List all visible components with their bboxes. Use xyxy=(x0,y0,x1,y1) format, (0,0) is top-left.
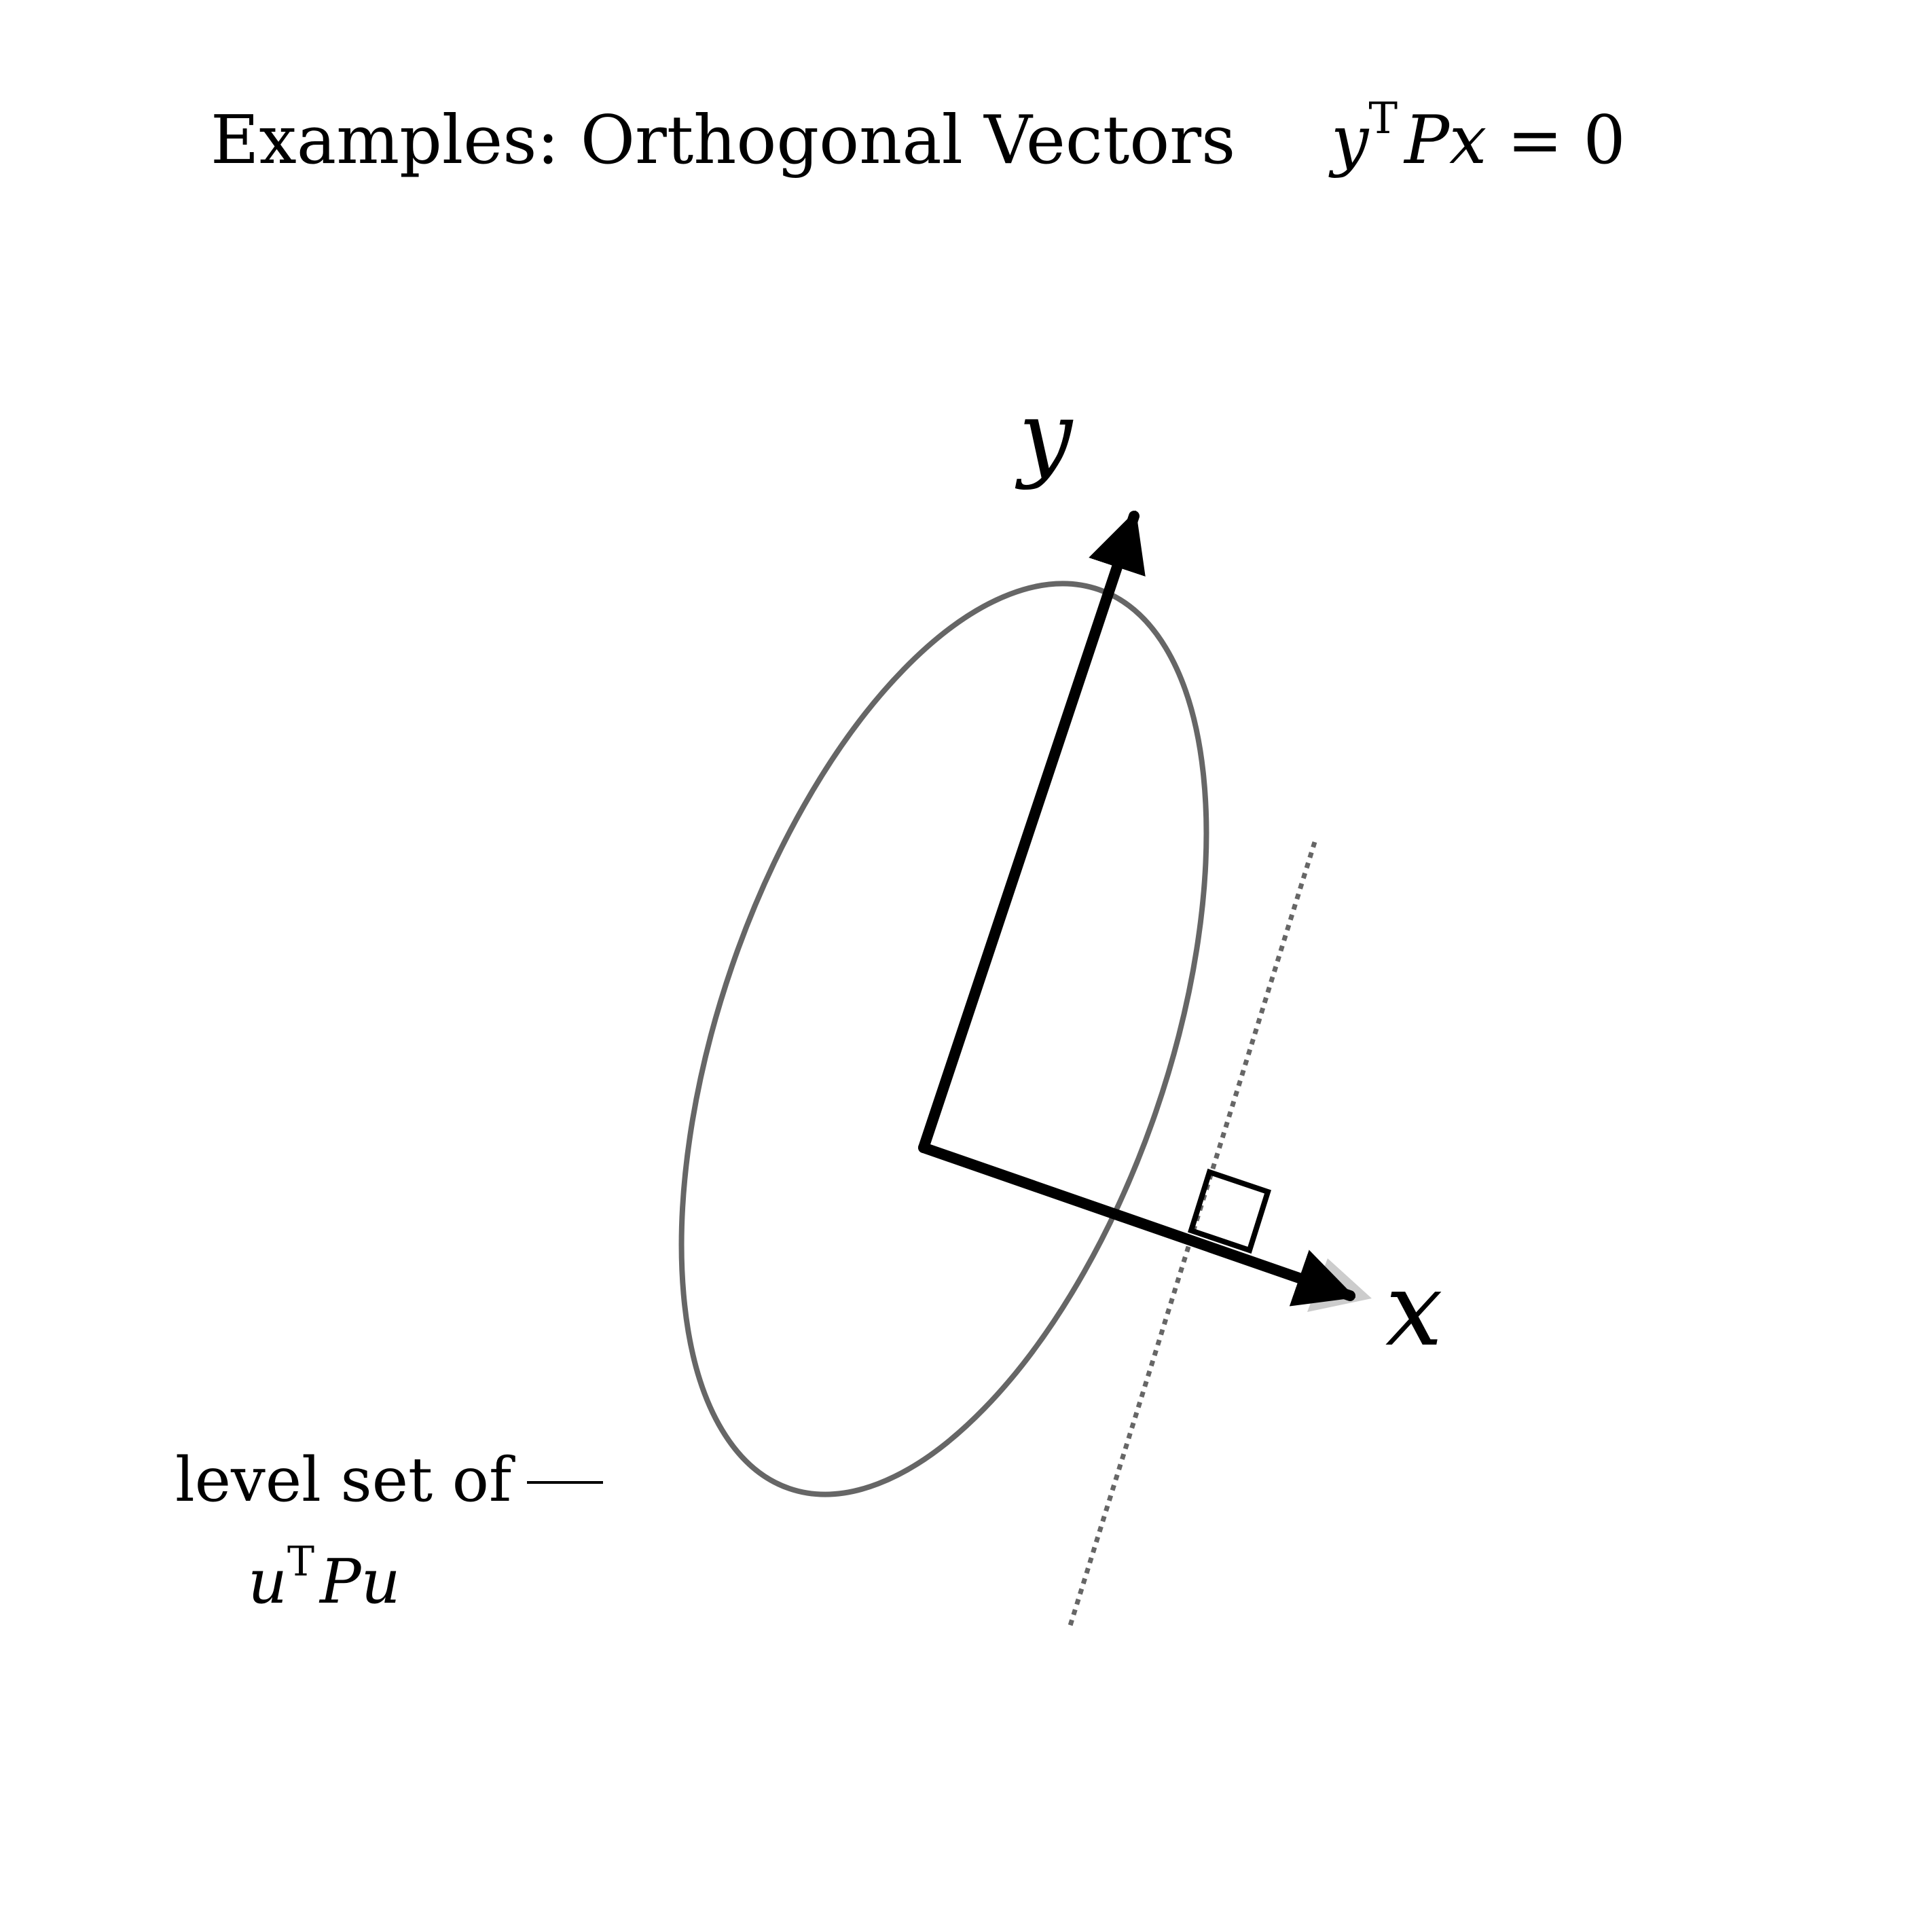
title-eq-rhs-var: x xyxy=(1449,102,1487,179)
level-set-label-matrix: P xyxy=(318,1546,362,1618)
title-eq-value: 0 xyxy=(1583,102,1625,179)
y-vector xyxy=(918,510,1146,1153)
title-eq-superscript: T xyxy=(1368,94,1398,144)
level-set-label-formula: uTPu xyxy=(248,1538,401,1618)
right-angle-marker xyxy=(1188,1168,1271,1254)
tangent-line xyxy=(1066,841,1317,1631)
x-vector-label: x xyxy=(1385,1251,1443,1369)
y-vector-label: y xyxy=(1015,381,1074,492)
title-eq-lhs-var: y xyxy=(1328,102,1370,179)
level-set-label-var: u xyxy=(248,1546,287,1618)
x-vector xyxy=(918,1142,1356,1307)
level-set-label-line1: level set of xyxy=(175,1444,515,1516)
level-set-label: level set of uTPu xyxy=(175,1444,603,1618)
title-text: Examples: Orthogonal Vectors xyxy=(211,102,1235,179)
level-set-label-superscript: T xyxy=(287,1538,314,1586)
title-eq-matrix: P xyxy=(1403,102,1451,179)
level-set-ellipse xyxy=(678,581,1209,1497)
title-eq-equals: = xyxy=(1507,102,1563,179)
level-set-label-var2: u xyxy=(361,1546,401,1618)
